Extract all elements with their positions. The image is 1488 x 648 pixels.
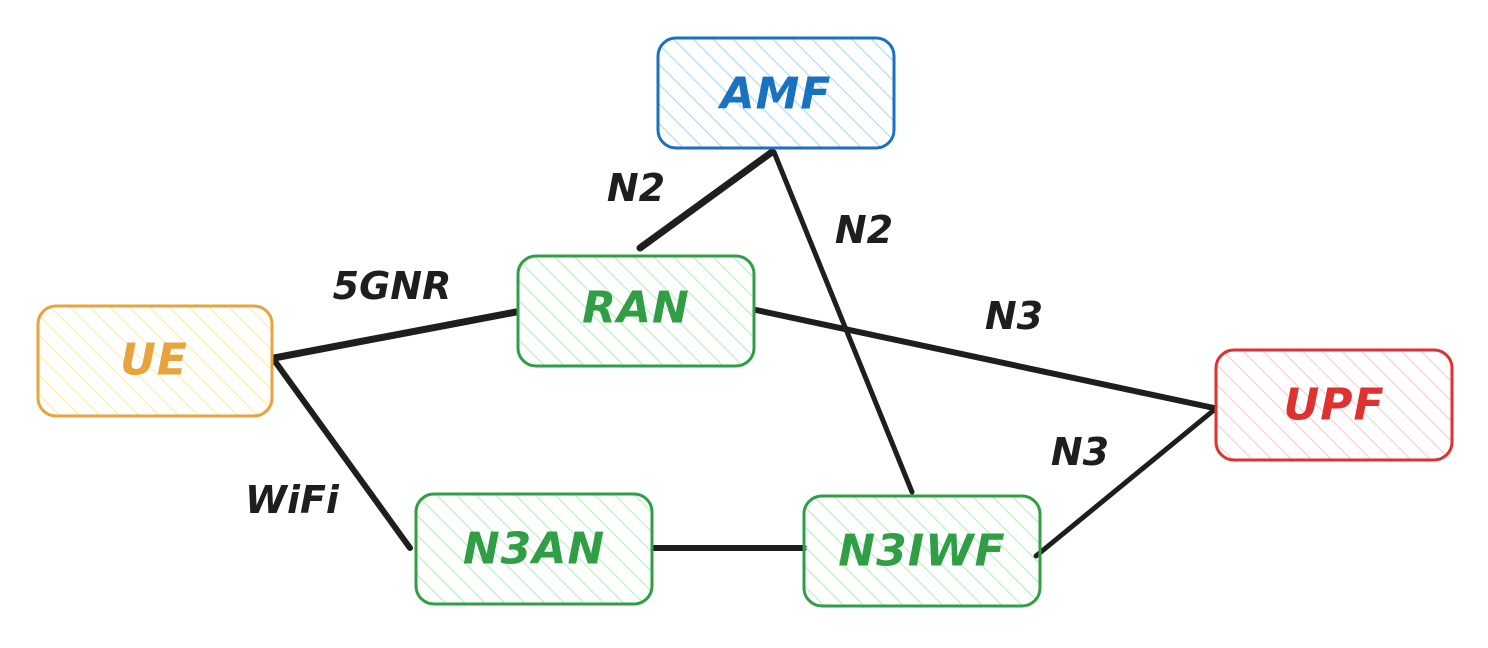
node-amf: AMF — [656, 36, 896, 150]
edge-ran-upf — [753, 307, 1217, 411]
edge-label-n3iwf-upf: N3 — [1051, 430, 1109, 474]
edge-n3iwf-amf — [771, 149, 915, 495]
node-ue-box — [36, 304, 274, 418]
node-upf-label: UPF — [1283, 380, 1384, 431]
edge-ue-ran — [270, 308, 520, 362]
node-n3an-label: N3AN — [463, 524, 605, 575]
node-amf-box — [656, 36, 896, 150]
edge-label-ran-amf: N2 — [607, 166, 665, 210]
node-n3iwf-box — [802, 494, 1042, 608]
node-ue: UE — [36, 304, 274, 418]
node-n3iwf-label: N3IWF — [838, 526, 1005, 577]
edge-n3iwf-upf — [1033, 407, 1217, 559]
node-n3iwf: N3IWF — [802, 494, 1042, 608]
edge-label-n3iwf-amf: N2 — [835, 208, 893, 252]
node-ran-box — [516, 254, 756, 368]
edge-labels: 5GNR N2 N2 N3 N3 WiFi — [245, 166, 1109, 522]
edge-ran-amf — [636, 148, 776, 252]
edge-label-ue-n3an: WiFi — [245, 478, 340, 522]
edge-label-ran-upf: N3 — [985, 294, 1043, 338]
edges — [270, 148, 1217, 559]
node-amf-label: AMF — [718, 69, 832, 120]
node-ran-label: RAN — [582, 283, 690, 334]
node-upf: UPF — [1214, 348, 1454, 462]
edge-ue-n3an — [271, 357, 413, 551]
node-upf-box — [1214, 348, 1454, 462]
node-ue-label: UE — [120, 335, 188, 386]
node-n3an-box — [414, 492, 654, 606]
edge-label-ue-ran: 5GNR — [333, 264, 452, 308]
node-n3an: N3AN — [414, 492, 654, 606]
node-ran: RAN — [516, 254, 756, 368]
